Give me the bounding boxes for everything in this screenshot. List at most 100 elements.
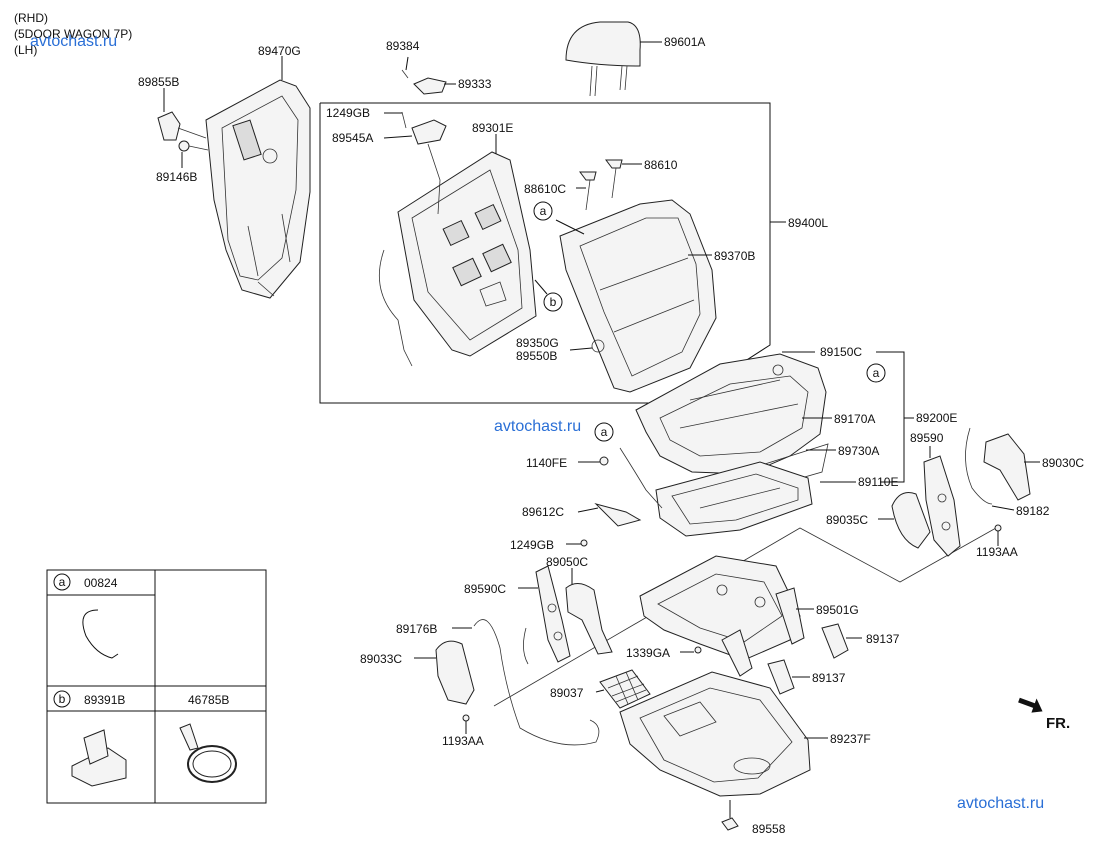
- leader-callout-b: [534, 279, 548, 295]
- inset-b-letter: b: [59, 692, 66, 706]
- header-line-3: (LH): [14, 43, 37, 57]
- front-direction-label: FR.: [1046, 715, 1070, 732]
- seat-riser-89501G: [639, 555, 805, 677]
- back-panel: [205, 79, 311, 299]
- cable-89182: [965, 427, 993, 505]
- callout-a-right: [866, 363, 886, 383]
- release-handle-89545A: [401, 111, 447, 215]
- watermark-middle: avtochast.ru: [494, 418, 581, 435]
- side-cover-89030C: [983, 433, 1031, 501]
- leader-89037: [595, 689, 605, 693]
- watermark-top: avtochast.ru: [30, 33, 117, 50]
- leader-89384: [405, 56, 409, 71]
- label-89558: 89558: [752, 822, 786, 836]
- label-89370B: 89370B: [714, 249, 755, 263]
- leader-89350G: [569, 347, 593, 351]
- label-89030C: 89030C: [1042, 456, 1084, 470]
- cable-89176B: [473, 619, 600, 746]
- cover-89035C: [891, 492, 931, 549]
- inset-a-part-number: 00824: [84, 576, 118, 590]
- inset-c-part-number: 46785B: [188, 693, 229, 707]
- label-89176B: 89176B: [396, 622, 437, 636]
- headrest: [565, 21, 641, 97]
- front-direction-arrow-icon: [1018, 697, 1043, 713]
- label-89601A: 89601A: [664, 35, 705, 49]
- recliner-89590: [923, 455, 961, 557]
- label-89384: 89384: [386, 39, 420, 53]
- inset-legend-table: [46, 569, 267, 804]
- label-1249GB-low: 1249GB: [510, 538, 554, 552]
- leader-89612C: [577, 507, 599, 513]
- bracket-89137-lower: [767, 659, 795, 695]
- recliner-89590C: [535, 565, 571, 663]
- cover-89612C: [594, 503, 642, 527]
- inset-b-part-number: 89391B: [84, 693, 125, 707]
- leader-89545A: [383, 135, 413, 139]
- label-89037: 89037: [550, 686, 584, 700]
- label-89590: 89590: [910, 431, 944, 445]
- label-89035C: 89035C: [826, 513, 868, 527]
- label-89545A: 89545A: [332, 131, 373, 145]
- label-89855B: 89855B: [138, 75, 179, 89]
- header-line-2: (5DOOR WAGON 7P): [14, 27, 132, 41]
- label-89590C: 89590C: [464, 582, 506, 596]
- seatback-frame: [378, 151, 537, 367]
- seat-cushion: [635, 353, 827, 475]
- clip-00824-icon: [82, 609, 119, 659]
- label-1140FE: 1140FE: [526, 456, 567, 470]
- headrest-guide-88610: [605, 159, 623, 199]
- callout-b-letter: b: [550, 295, 557, 309]
- inset-a-letter: a: [59, 575, 66, 589]
- label-89501G: 89501G: [816, 603, 859, 617]
- label-89050C: 89050C: [546, 555, 588, 569]
- label-89146B: 89146B: [156, 170, 197, 184]
- callout-b: [543, 292, 563, 312]
- seatback-cushion: [559, 199, 717, 393]
- label-89400L: 89400L: [788, 216, 828, 230]
- bolt-1140FE: [599, 456, 609, 466]
- cover-89050C: [565, 583, 613, 655]
- watermark-bottom: avtochast.ru: [957, 795, 1044, 812]
- leader-89182: [991, 505, 1015, 511]
- label-1193AA-left: 1193AA: [442, 734, 484, 748]
- seat-pan-89237F: [619, 671, 811, 797]
- label-89612C: 89612C: [522, 505, 564, 519]
- label-89470G: 89470G: [258, 44, 301, 58]
- callout-a-top-letter: a: [540, 204, 547, 218]
- label-1193AA-right: 1193AA: [976, 545, 1018, 559]
- label-89033C: 89033C: [360, 652, 402, 666]
- grommet-89146B: [178, 140, 209, 152]
- bolt-1193AA-left: [462, 714, 470, 722]
- bracket-89137-upper: [821, 623, 849, 659]
- label-89301E: 89301E: [472, 121, 513, 135]
- label-88610: 88610: [644, 158, 678, 172]
- label-89333: 89333: [458, 77, 492, 91]
- label-89200E: 89200E: [916, 411, 957, 425]
- bolt-1249GB-low: [580, 539, 588, 547]
- label-1339GA: 1339GA: [626, 646, 670, 660]
- label-89170A: 89170A: [834, 412, 875, 426]
- label-89237F: 89237F: [830, 732, 871, 746]
- label-89137-upper: 89137: [866, 632, 900, 646]
- label-89137-lower: 89137: [812, 671, 846, 685]
- label-89730A: 89730A: [838, 444, 879, 458]
- latch-89855B: [157, 111, 207, 141]
- callout-a-top: [533, 201, 553, 221]
- header-line-1: (RHD): [14, 11, 48, 25]
- label-1249GB-top: 1249GB: [326, 106, 370, 120]
- label-89110E: 89110E: [858, 475, 898, 489]
- clip-89558: [721, 817, 739, 831]
- bracket-89391B-icon: [71, 729, 127, 787]
- inset-b-circle: [53, 690, 71, 708]
- seat-frame-89110E: [655, 461, 813, 537]
- pad-89037: [599, 669, 651, 709]
- callout-a-mid-letter: a: [601, 425, 608, 439]
- harness-cable: [619, 447, 663, 509]
- label-89182: 89182: [1016, 504, 1050, 518]
- callout-a-right-letter: a: [873, 366, 880, 380]
- label-88610C: 88610C: [524, 182, 566, 196]
- inset-a-circle: [53, 573, 71, 591]
- label-89150C: 89150C: [820, 345, 862, 359]
- tie-strap-46785B-icon: [179, 723, 237, 783]
